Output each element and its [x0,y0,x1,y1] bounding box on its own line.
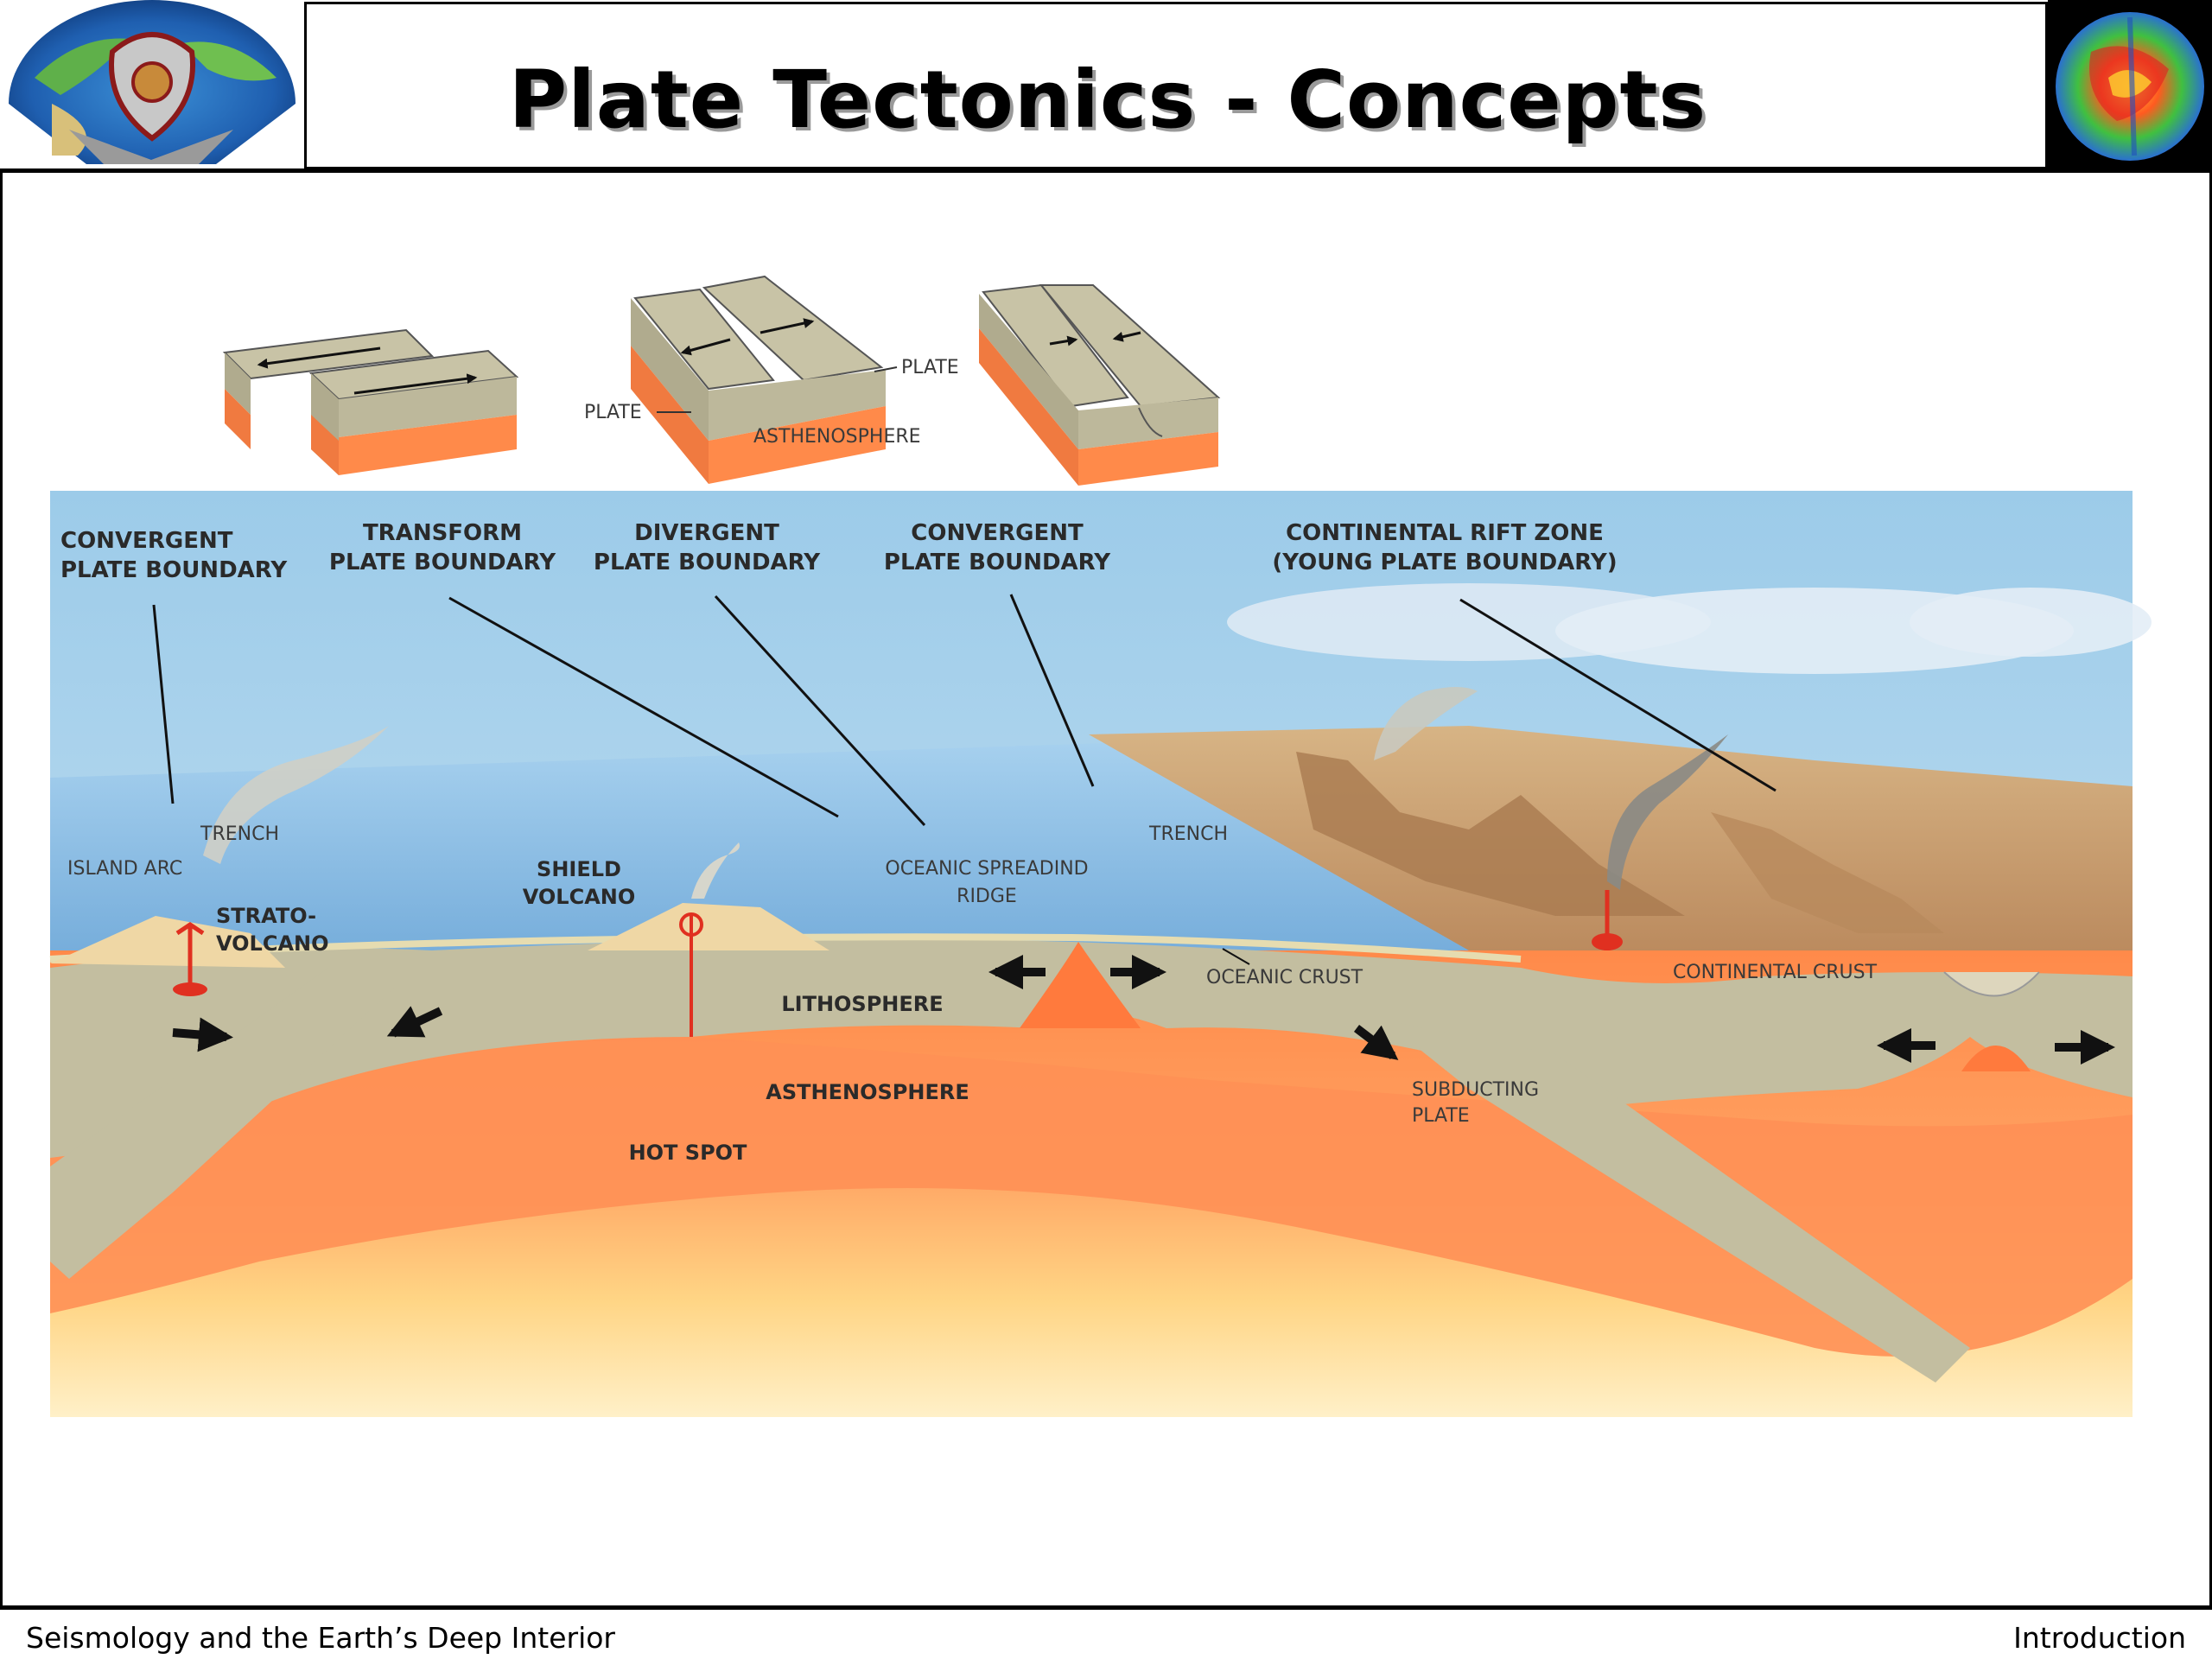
divergent-header-line2: PLATE BOUNDARY [594,550,821,575]
divergent-block-diagram: PLATE PLATE ASTHENOSPHERE [584,275,959,484]
transform-header-line2: PLATE BOUNDARY [329,550,556,575]
subducting-plate-label-line2: PLATE [1412,1105,1470,1127]
oceanic-crust-label: OCEANIC CRUST [1206,967,1363,988]
divergent-header-line1: DIVERGENT [634,520,779,546]
lithosphere-label: LITHOSPHERE [781,992,943,1016]
header-box [304,2,2048,169]
island-arc-label: ISLAND ARC [67,858,182,880]
asthenosphere-label: ASTHENOSPHERE [766,1080,969,1104]
subducting-plate-label-line1: SUBDUCTING [1412,1079,1539,1101]
header-divider [0,168,2212,173]
strato-volcano-label-line2: VOLCANO [216,931,329,956]
convergent-block-diagram [979,283,1221,486]
rift-header-line1: CONTINENTAL RIFT ZONE [1286,520,1604,546]
transform-block-diagram [222,328,519,475]
convergent-header-1-line1: CONVERGENT [60,528,233,554]
globe-crest-logo [0,0,304,168]
slide-title: Plate Tectonics - Concepts [508,54,1707,146]
footer-course-title: Seismology and the Earth’s Deep Interior [26,1621,615,1655]
asthenosphere-block-label: ASTHENOSPHERE [753,426,921,448]
feature-labels: TRENCH ISLAND ARC STRATO- VOLCANO SHIELD… [67,823,1878,1165]
footer-divider [0,1605,2212,1610]
convergent-header-2-line1: CONVERGENT [911,520,1084,546]
content-box [0,169,2212,1607]
boundary-headers: CONVERGENT PLATE BOUNDARY TRANSFORM PLAT… [60,520,1618,583]
hot-spot-label: HOT SPOT [629,1141,747,1165]
trench-left-label: TRENCH [200,823,279,845]
trench-right-label: TRENCH [1148,823,1228,845]
plate-label-right: PLATE [901,357,959,378]
strato-volcano-label-line1: STRATO- [216,904,316,928]
rift-header-line2: (YOUNG PLATE BOUNDARY) [1272,550,1617,575]
shield-volcano-label-line1: SHIELD [537,857,621,881]
footer-section: Introduction [2013,1621,2186,1655]
tomography-globe-logo [2048,0,2212,169]
plate-tectonics-diagram: PLATE PLATE ASTHENOSPHERE [49,275,2152,1417]
plate-label-left: PLATE [584,402,642,423]
convergent-header-2-line2: PLATE BOUNDARY [884,550,1111,575]
ridge-label-line1: OCEANIC SPREADIND [885,858,1088,880]
continental-crust-label: CONTINENTAL CRUST [1673,962,1878,983]
convergent-header-1-line2: PLATE BOUNDARY [60,557,288,583]
transform-header-line1: TRANSFORM [363,520,522,546]
cross-section [49,491,2152,1417]
ridge-label-line2: RIDGE [957,886,1017,907]
shield-volcano-label-line2: VOLCANO [523,885,636,909]
